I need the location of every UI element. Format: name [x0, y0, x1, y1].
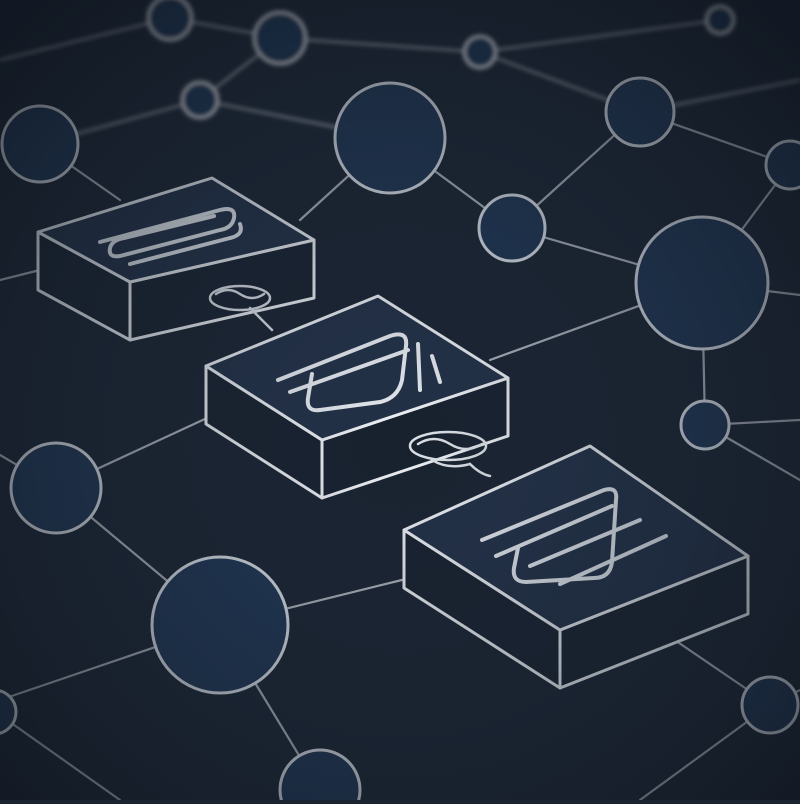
network-graph — [0, 0, 800, 804]
network-blocks-illustration — [0, 0, 800, 804]
vignette-overlay — [0, 0, 800, 800]
